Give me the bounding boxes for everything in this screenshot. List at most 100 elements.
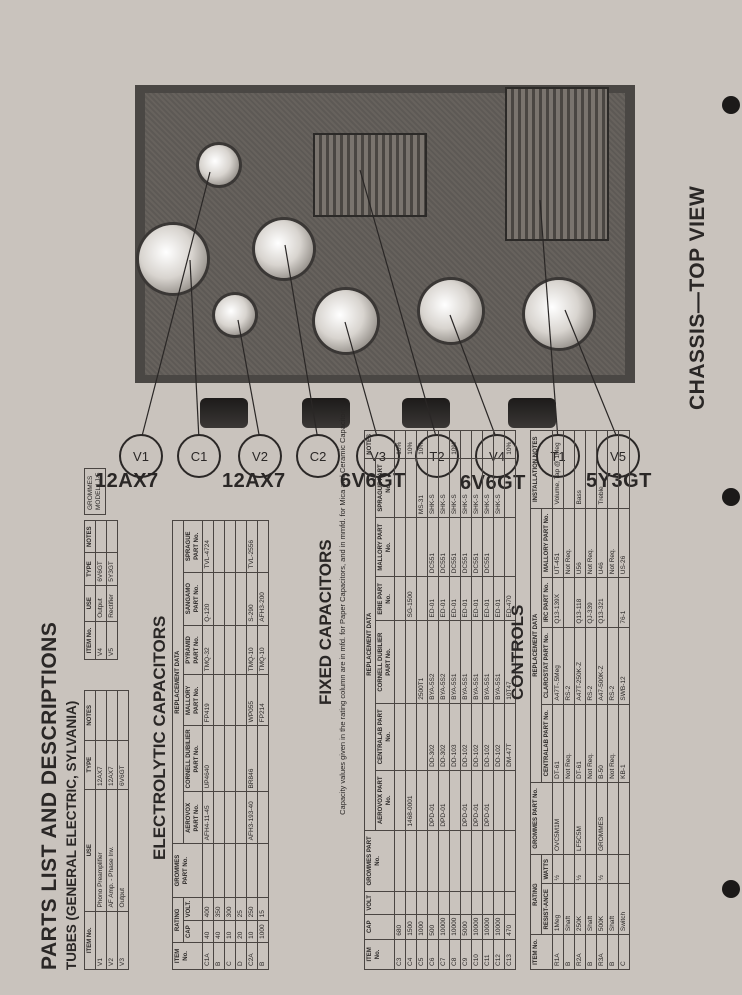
- table-cell: [493, 517, 505, 577]
- table-cell: 250: [246, 897, 258, 921]
- table-cell: [416, 770, 428, 831]
- table-cell: [438, 891, 450, 915]
- table-cell: [504, 458, 516, 518]
- callout-v2: V2: [238, 434, 282, 478]
- table-cell: 12AX7: [95, 740, 107, 790]
- table-cell: Bass: [574, 430, 586, 509]
- table-cell: [394, 458, 406, 518]
- table-cell: 25: [235, 897, 247, 921]
- table-header: ITEM No.: [530, 934, 553, 970]
- table-header: CLAROSTAT PART No.: [541, 627, 553, 705]
- table-cell: 250K: [574, 883, 586, 935]
- table-cell: Shaft: [563, 883, 575, 935]
- table-cell: DC551: [471, 517, 483, 577]
- table-header: REPLACEMENT DATA: [172, 520, 184, 844]
- table-cell: ½: [552, 854, 564, 884]
- table-cell: [427, 430, 439, 459]
- table-cell: 10000: [482, 914, 494, 940]
- table-header: PYRAMID PART No.: [183, 625, 203, 675]
- table-cell: [416, 576, 428, 621]
- table-cell: DPD-01: [471, 770, 483, 831]
- table-header: INSTALLATION NOTES: [530, 430, 553, 509]
- table-cell: DT-61: [552, 704, 564, 783]
- tubes-table-right: ITEM No. USE TYPE NOTES V4 Output 6V6GT …: [84, 520, 118, 660]
- table-cell: [106, 690, 118, 741]
- table-cell: [235, 791, 247, 844]
- table-header: GROMMES PART No.: [364, 830, 395, 892]
- table-cell: WP055: [246, 674, 258, 726]
- fixed-title: FIXED CAPACITORS: [316, 539, 335, 705]
- table-cell: UP4640: [202, 725, 214, 792]
- table-cell: C13: [504, 939, 516, 970]
- part-label-v3: 6V6GT: [340, 470, 406, 492]
- table-cell: RS-2: [585, 627, 597, 705]
- table-cell: [213, 791, 225, 844]
- table-cell: Volume, Tap @ 1Meg: [552, 430, 564, 509]
- table-cell: TMQ-10: [246, 625, 258, 675]
- table-cell: TMQ-10: [257, 625, 269, 675]
- tubes-table-left: ITEM No. USE TYPE NOTES V1 Phono Preampl…: [84, 690, 129, 970]
- table-cell: 300: [224, 897, 236, 921]
- table-cell: Q13-321: [596, 577, 608, 628]
- table-cell: [257, 520, 269, 573]
- tube-v5: [525, 280, 593, 348]
- table-cell: [224, 843, 236, 898]
- rotated-content: PARTS LIST AND DESCRIPTIONS TUBES (GENER…: [38, 40, 728, 970]
- callout-v3: V3: [356, 434, 400, 478]
- table-cell: DD-302: [427, 703, 439, 771]
- table-cell: [394, 891, 406, 915]
- table-cell: A47T-.5Meg: [552, 627, 564, 705]
- table-cell: [224, 625, 236, 675]
- table-cell: 76-1: [618, 577, 630, 628]
- table-cell: [504, 891, 516, 915]
- table-cell: Shaft: [607, 883, 619, 935]
- table-header: VOLT: [364, 891, 395, 915]
- table-cell: TMQ-32: [202, 625, 214, 675]
- table-cell: C12: [493, 939, 505, 970]
- table-header: WATTS: [541, 854, 553, 884]
- table-header: GROMMES PART No.: [172, 843, 203, 898]
- table-cell: [394, 576, 406, 621]
- table-cell: BYA-5S1: [460, 620, 472, 704]
- table-cell: TVL-4724: [202, 520, 214, 573]
- table-header: CENTRALAB PART No.: [541, 704, 553, 783]
- table-cell: C4: [405, 939, 417, 970]
- table-cell: Not Req.: [585, 704, 597, 783]
- part-label-v4: 6V6GT: [460, 472, 526, 494]
- table-cell: DD-102: [471, 703, 483, 771]
- tube-v2: [215, 295, 255, 335]
- table-header: USE: [84, 789, 96, 912]
- table-cell: [246, 843, 258, 898]
- table-header: CORNELL DUBILIER PART No.: [183, 725, 203, 792]
- table-cell: [460, 891, 472, 915]
- table-cell: [224, 674, 236, 726]
- table-cell: V1: [95, 911, 107, 970]
- capacitor-c1: [199, 145, 239, 185]
- table-cell: DC551: [449, 517, 461, 577]
- table-cell: [202, 843, 214, 898]
- table-cell: [416, 703, 428, 771]
- table-cell: [460, 430, 472, 459]
- table-cell: [563, 854, 575, 884]
- table-cell: C8: [449, 939, 461, 970]
- table-cell: Switch: [618, 883, 630, 935]
- table-cell: [563, 577, 575, 628]
- table-cell: [257, 725, 269, 792]
- table-cell: DC551: [482, 517, 494, 577]
- table-header: CAP: [364, 914, 395, 940]
- table-cell: [438, 430, 450, 459]
- table-cell: [482, 830, 494, 892]
- table-cell: 5Y3GT: [106, 552, 118, 586]
- table-cell: BYA-5S2: [438, 620, 450, 704]
- table-cell: DC551: [427, 517, 439, 577]
- table-cell: 10000: [493, 914, 505, 940]
- table-cell: [95, 690, 107, 741]
